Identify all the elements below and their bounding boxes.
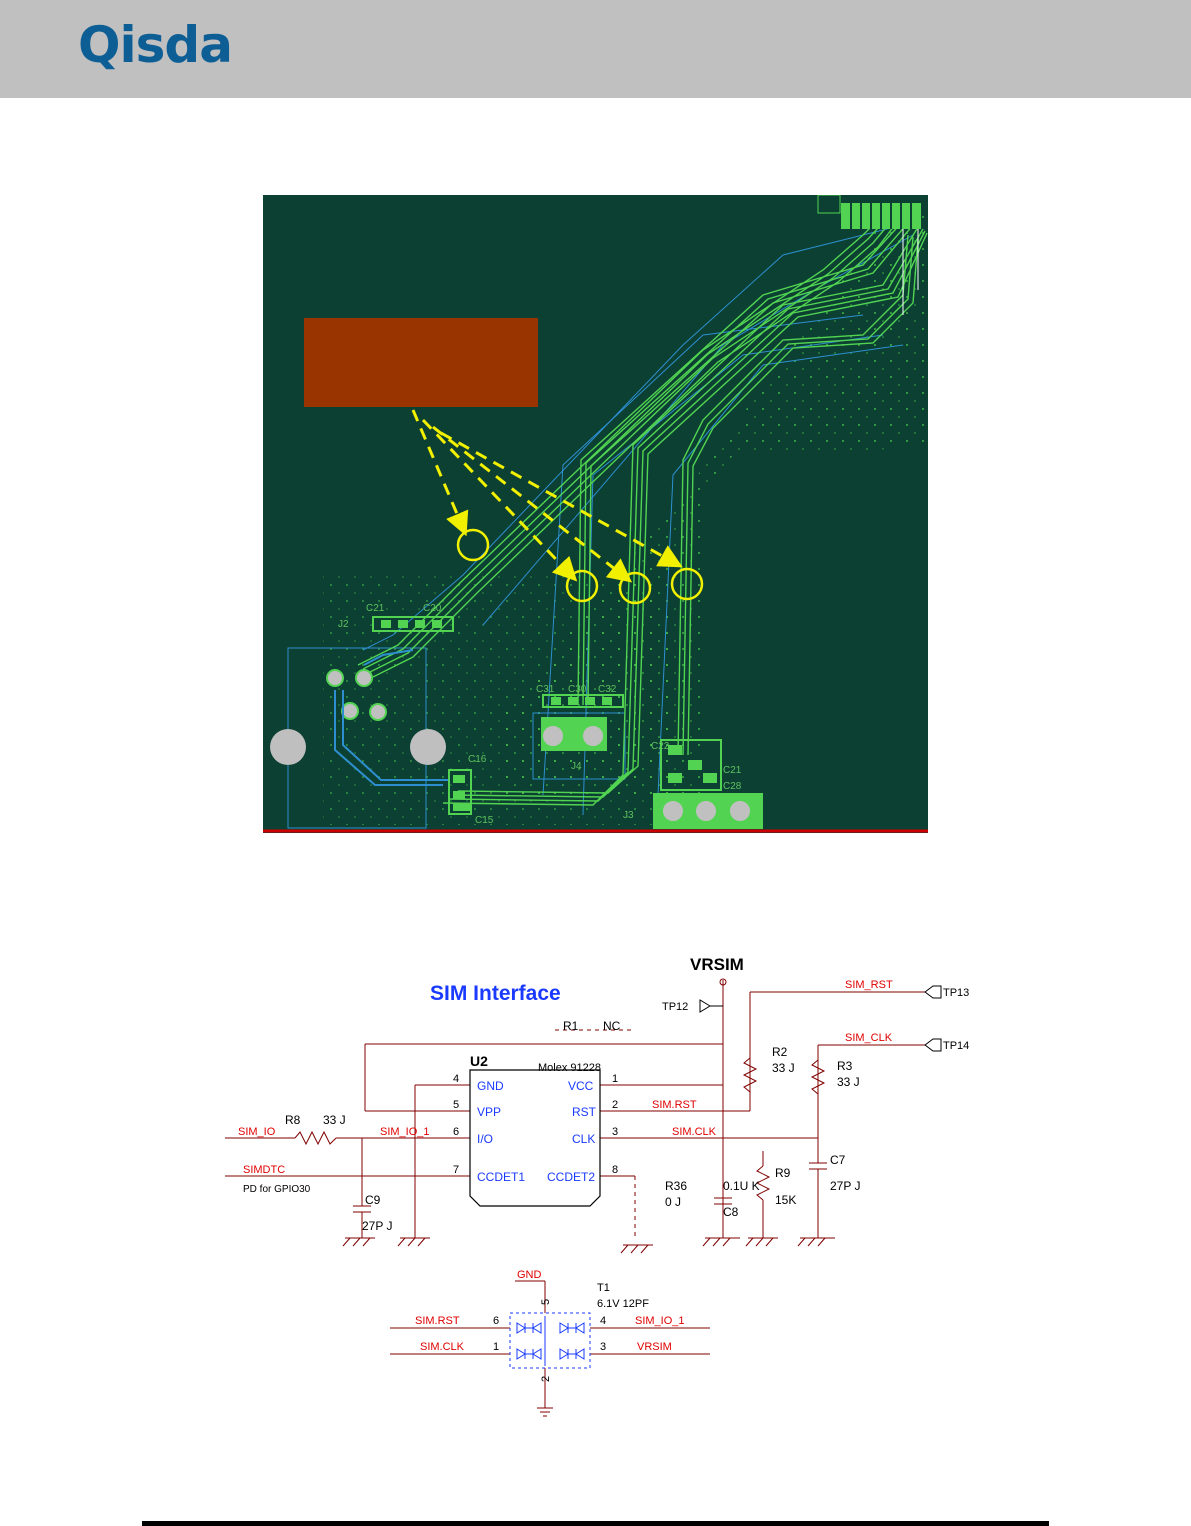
svg-text:VCC: VCC	[568, 1079, 594, 1093]
pcb-label: J3	[623, 810, 634, 821]
qisda-logo: Qisda	[78, 16, 233, 74]
svg-text:C9: C9	[365, 1193, 381, 1207]
svg-text:GND: GND	[477, 1079, 504, 1093]
svg-text:GND: GND	[517, 1269, 542, 1281]
svg-text:1: 1	[493, 1341, 499, 1353]
svg-text:R9: R9	[775, 1166, 791, 1180]
callout-box	[304, 318, 538, 407]
pcb-label: C16	[468, 754, 487, 765]
svg-text:SIM_RST: SIM_RST	[845, 979, 893, 991]
svg-text:1: 1	[612, 1073, 618, 1085]
svg-text:6.1V 12PF: 6.1V 12PF	[597, 1298, 649, 1310]
svg-text:0 J: 0 J	[665, 1195, 681, 1209]
svg-text:SIM.CLK: SIM.CLK	[420, 1341, 465, 1353]
svg-text:3: 3	[612, 1126, 618, 1138]
svg-text:SIM_IO: SIM_IO	[238, 1126, 276, 1138]
svg-text:VPP: VPP	[477, 1105, 501, 1119]
svg-text:33 J: 33 J	[772, 1061, 795, 1075]
svg-text:6: 6	[493, 1315, 499, 1327]
svg-text:8: 8	[612, 1164, 618, 1176]
pcb-label: C31	[536, 684, 555, 695]
page-header: Qisda	[0, 0, 1191, 98]
svg-text:6: 6	[453, 1126, 459, 1138]
svg-text:C7: C7	[830, 1153, 846, 1167]
svg-text:C8: C8	[723, 1205, 739, 1219]
svg-text:3: 3	[600, 1341, 606, 1353]
svg-text:RST: RST	[572, 1105, 597, 1119]
svg-text:7: 7	[453, 1164, 459, 1176]
pcb-label: C30	[568, 684, 587, 695]
callout-circles	[456, 528, 704, 605]
svg-text:SIMDTC: SIMDTC	[243, 1164, 285, 1176]
callout-arrows	[411, 409, 683, 583]
svg-text:R1: R1	[563, 1019, 579, 1033]
svg-text:4: 4	[600, 1315, 606, 1327]
u2-part: Molex 91228	[538, 1062, 601, 1074]
svg-text:SIM_IO_1: SIM_IO_1	[635, 1315, 685, 1327]
svg-text:0.1U K: 0.1U K	[723, 1179, 760, 1193]
svg-text:SIM.RST: SIM.RST	[415, 1315, 460, 1327]
t1-body	[509, 1312, 591, 1369]
svg-text:15K: 15K	[775, 1193, 796, 1207]
svg-text:PD for GPIO30: PD for GPIO30	[243, 1184, 311, 1195]
sim-interface-schematic: SIM Interface VRSIM TP12 TP13 TP14 R1 NC…	[225, 955, 969, 1417]
svg-text:SIM_IO_1: SIM_IO_1	[380, 1126, 430, 1138]
tp13-label: TP13	[943, 987, 969, 999]
svg-text:T1: T1	[597, 1282, 610, 1294]
pcb-label: J2	[338, 619, 349, 630]
u2-ref: U2	[470, 1053, 488, 1069]
pcb-label: C20	[423, 603, 442, 614]
svg-text:R3: R3	[837, 1059, 853, 1073]
vrsim-label: VRSIM	[690, 955, 744, 974]
tp14-label: TP14	[943, 1040, 969, 1052]
svg-text:CCDET2: CCDET2	[547, 1170, 595, 1184]
svg-text:5: 5	[453, 1099, 459, 1111]
svg-text:SIM_CLK: SIM_CLK	[845, 1032, 893, 1044]
svg-text:NC: NC	[603, 1019, 621, 1033]
svg-text:2: 2	[540, 1376, 552, 1382]
footer-rule	[142, 1521, 1049, 1526]
svg-text:SIM.RST: SIM.RST	[652, 1099, 697, 1111]
pcb-layout-figure: C21 C20 J2 C31 C30 C32 J4 C22 C21 C28 C1…	[263, 195, 928, 833]
svg-text:4: 4	[453, 1073, 459, 1085]
svg-text:5: 5	[540, 1299, 552, 1305]
svg-text:CLK: CLK	[572, 1132, 595, 1146]
tp12-label: TP12	[662, 1001, 688, 1013]
svg-text:CCDET1: CCDET1	[477, 1170, 525, 1184]
svg-text:27P J: 27P J	[830, 1179, 860, 1193]
svg-text:2: 2	[612, 1099, 618, 1111]
svg-text:R36: R36	[665, 1179, 687, 1193]
pcb-label: C22	[651, 741, 670, 752]
pcb-connector	[817, 195, 921, 315]
pcb-label: J4	[571, 761, 582, 772]
pcb-label: C32	[598, 684, 617, 695]
pcb-label: C21	[366, 603, 385, 614]
pcb-label: C21	[723, 765, 742, 776]
svg-text:R2: R2	[772, 1045, 788, 1059]
svg-text:R8: R8	[285, 1113, 301, 1127]
svg-text:27P J: 27P J	[362, 1219, 392, 1233]
svg-text:33 J: 33 J	[837, 1075, 860, 1089]
schematic-title: SIM Interface	[430, 982, 561, 1005]
pcb-label: C15	[475, 815, 494, 826]
svg-text:VRSIM: VRSIM	[637, 1341, 672, 1353]
svg-text:I/O: I/O	[477, 1132, 493, 1146]
u2-body	[469, 1069, 601, 1207]
pcb-label: C28	[723, 781, 742, 792]
svg-text:33 J: 33 J	[323, 1113, 346, 1127]
svg-text:SIM.CLK: SIM.CLK	[672, 1126, 717, 1138]
